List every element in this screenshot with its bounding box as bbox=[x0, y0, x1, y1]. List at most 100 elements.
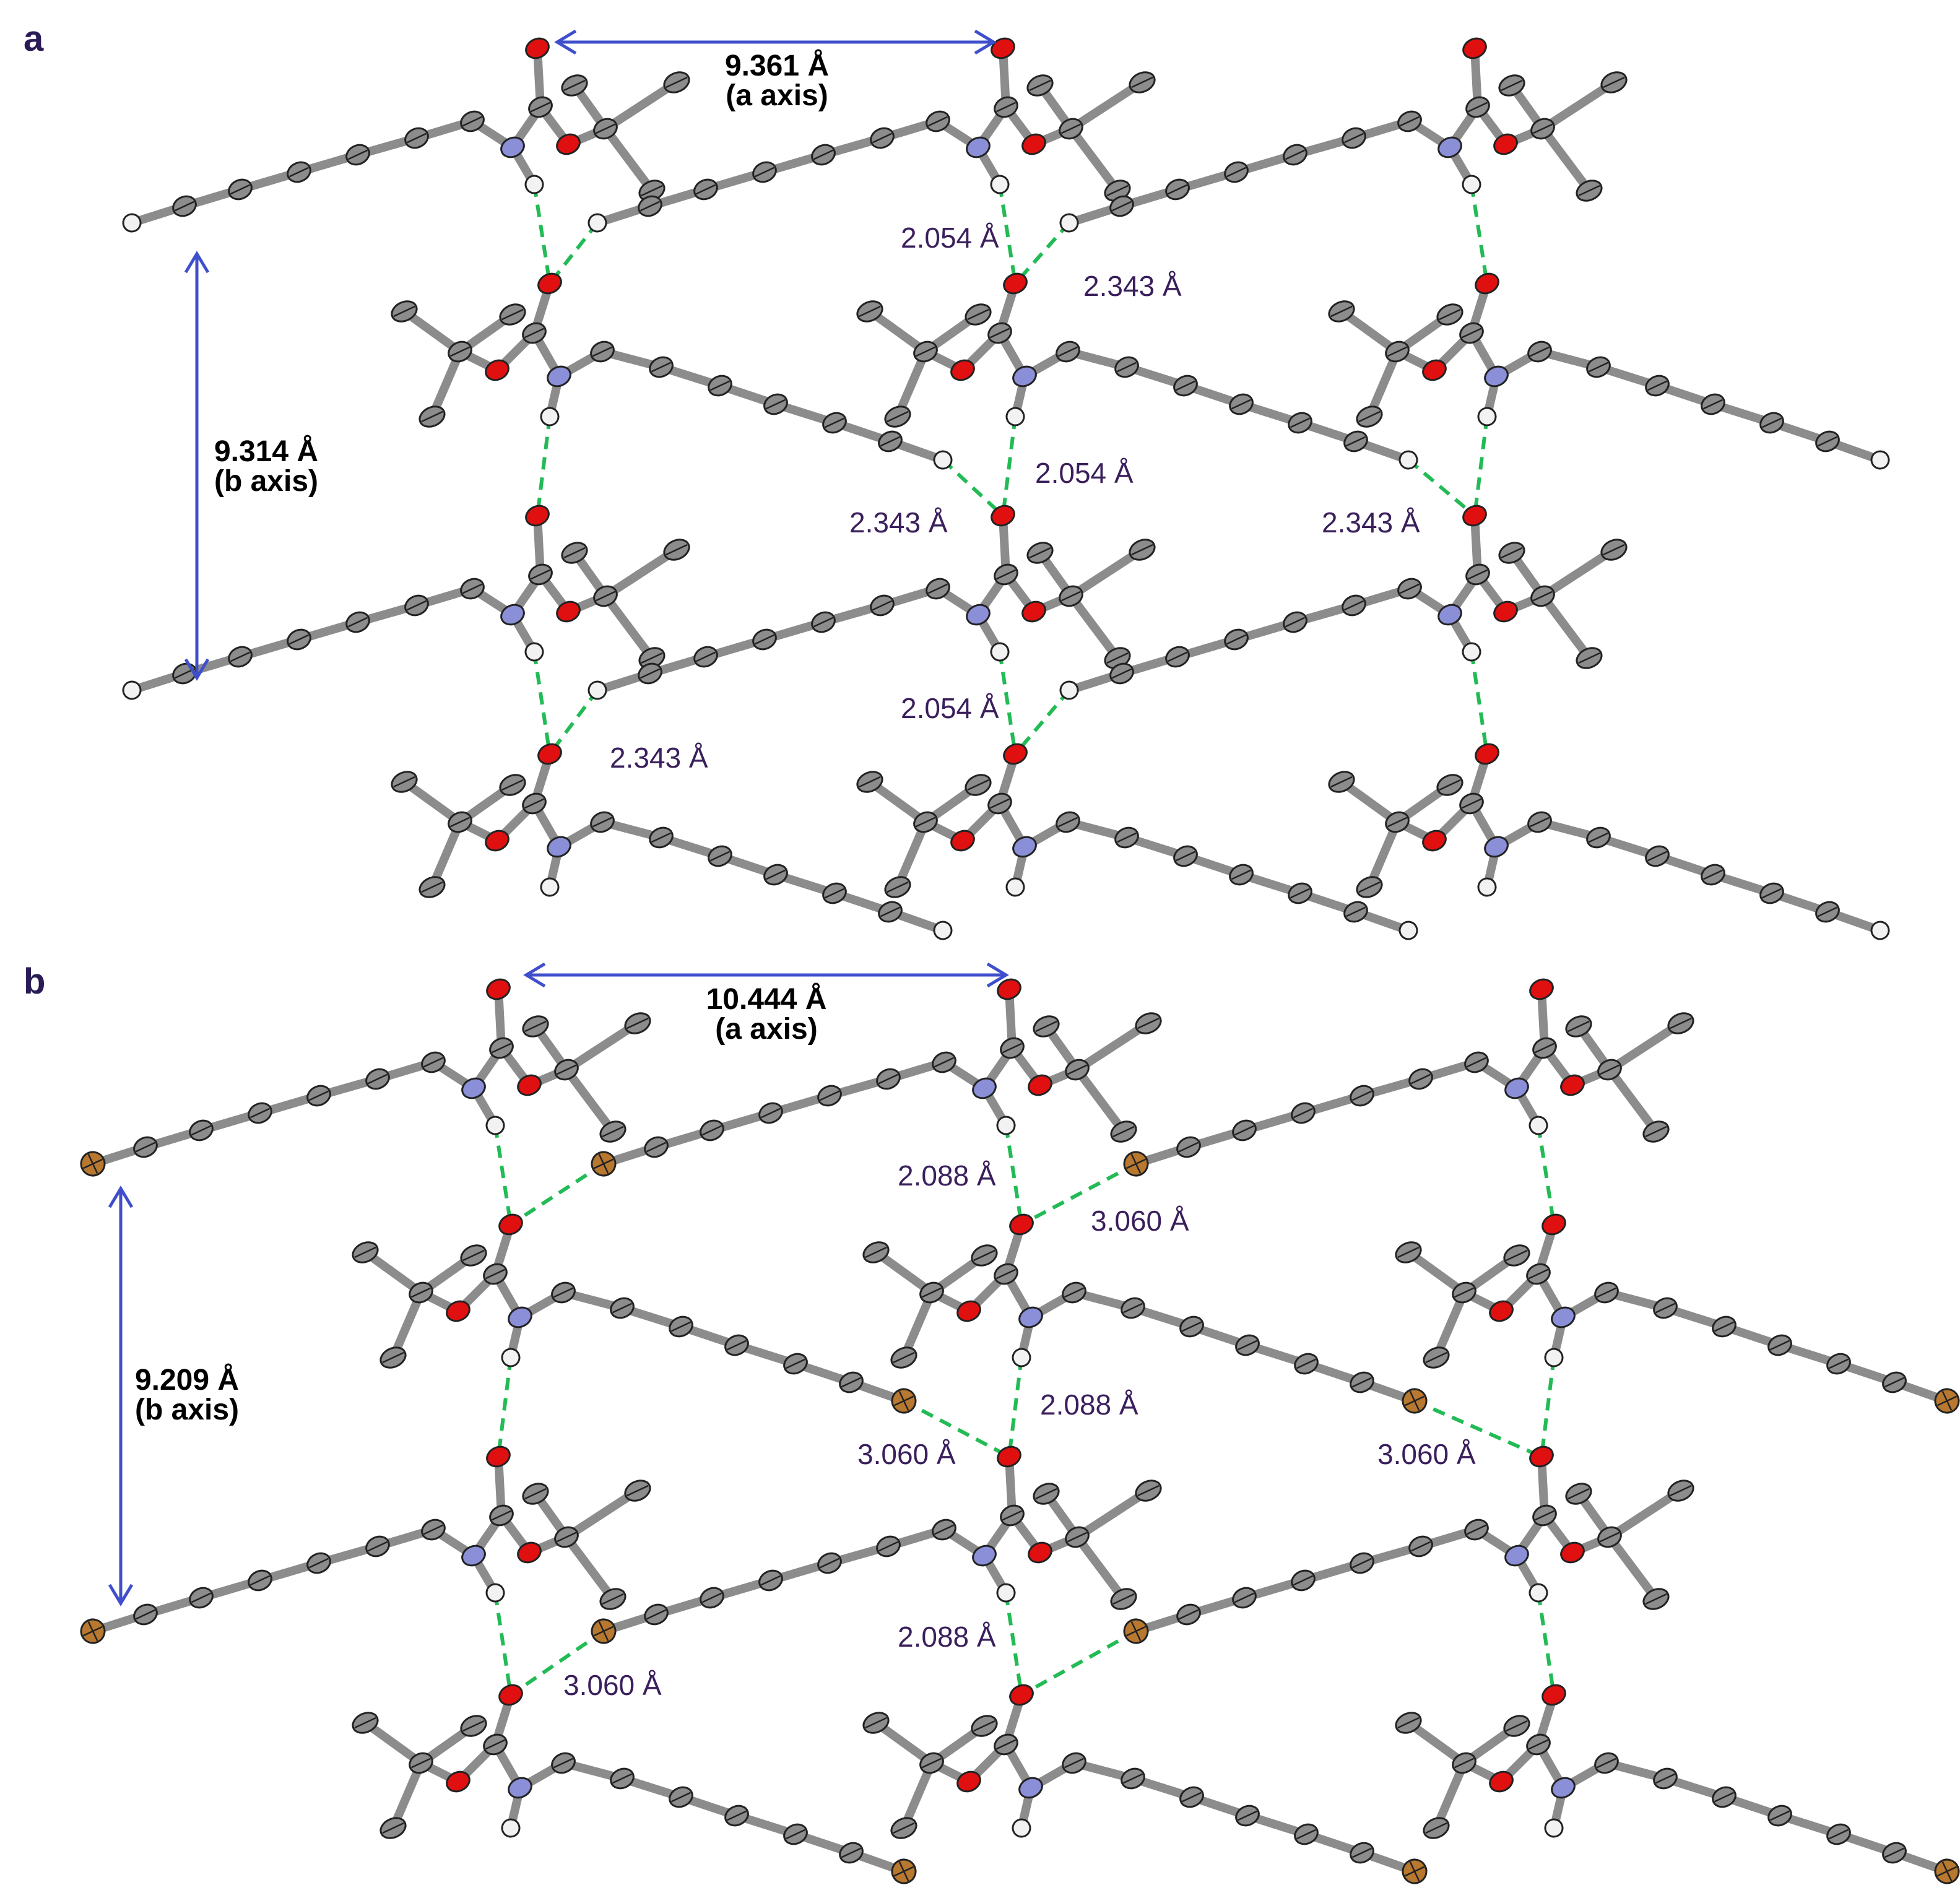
hydrogen-bond bbox=[548, 689, 599, 755]
bond bbox=[1073, 1019, 1153, 1074]
carbon-atom bbox=[669, 1315, 693, 1338]
carbon-atom bbox=[1026, 74, 1054, 97]
carbon-atom bbox=[561, 74, 588, 97]
oxygen-atom bbox=[1489, 1770, 1514, 1793]
bromine-atom bbox=[80, 1618, 106, 1644]
carbon-atom bbox=[884, 405, 911, 428]
bromine-atom bbox=[891, 1858, 917, 1884]
carbon-atom bbox=[1129, 71, 1156, 93]
bond bbox=[1538, 545, 1618, 600]
carbon-atom bbox=[913, 340, 938, 363]
oxygen-atom bbox=[1493, 133, 1518, 155]
carbon-atom bbox=[1526, 1263, 1551, 1285]
bromine-atom bbox=[1402, 1858, 1428, 1884]
panel-a-label: a bbox=[24, 19, 44, 59]
panel-b-nh-o-label: 2.088 Å bbox=[898, 1621, 996, 1653]
panel-a-ch-o-label: 2.343 Å bbox=[610, 742, 708, 774]
carbon-atom bbox=[1283, 144, 1307, 166]
carbon-atom bbox=[932, 1519, 956, 1541]
panel-b-label: b bbox=[24, 961, 45, 1002]
carbon-atom bbox=[1826, 1353, 1851, 1375]
carbon-atom bbox=[421, 1051, 446, 1073]
bond bbox=[865, 778, 930, 826]
panel-a-a-axis-distance: 9.361 Å bbox=[725, 49, 829, 82]
carbon-atom bbox=[1173, 375, 1198, 397]
carbon-atom bbox=[133, 1603, 158, 1626]
carbon-atom bbox=[1224, 628, 1249, 651]
carbon-atom bbox=[1436, 303, 1463, 326]
carbon-atom bbox=[409, 1752, 433, 1774]
bond bbox=[1404, 1718, 1468, 1767]
carbon-atom bbox=[932, 1051, 956, 1073]
carbon-atom bbox=[817, 1552, 842, 1574]
hydrogen-bond bbox=[1013, 689, 1071, 755]
carbon-atom bbox=[1594, 1752, 1619, 1774]
carbon-atom bbox=[1109, 195, 1134, 217]
bond bbox=[872, 1718, 936, 1767]
carbon-atom bbox=[1597, 1059, 1622, 1081]
carbon-atom bbox=[610, 1297, 635, 1319]
carbon-atom bbox=[752, 628, 777, 651]
nitrogen-atom bbox=[508, 1777, 532, 1799]
nitrogen-atom bbox=[972, 1077, 997, 1099]
carbon-atom bbox=[409, 1281, 433, 1304]
bromine-atom bbox=[591, 1151, 617, 1177]
carbon-atom bbox=[418, 876, 446, 898]
oxygen-atom bbox=[1003, 272, 1028, 295]
carbon-atom bbox=[1882, 1371, 1907, 1393]
carbon-atom bbox=[590, 811, 615, 833]
carbon-atom bbox=[994, 96, 1018, 118]
carbon-atom bbox=[1342, 127, 1366, 149]
hydrogen-atom bbox=[1462, 175, 1481, 194]
oxygen-atom bbox=[1475, 743, 1499, 765]
carbon-atom bbox=[1385, 811, 1410, 833]
carbon-atom bbox=[561, 542, 588, 564]
carbon-atom bbox=[352, 1241, 379, 1263]
bond bbox=[361, 1718, 425, 1767]
carbon-atom bbox=[1343, 901, 1368, 923]
nitrogen-atom bbox=[461, 1545, 486, 1567]
carbon-atom bbox=[248, 1102, 272, 1124]
carbon-atom bbox=[1110, 1120, 1137, 1143]
bond bbox=[1538, 124, 1594, 195]
bond bbox=[1404, 1248, 1468, 1297]
carbon-atom bbox=[1121, 1297, 1145, 1319]
panel-a-b-axis-name: (b axis) bbox=[214, 465, 318, 498]
carbon-atom bbox=[1033, 1015, 1060, 1038]
carbon-atom bbox=[1343, 430, 1368, 453]
bond bbox=[562, 1019, 642, 1074]
panel-a-ch-o-label: 2.343 Å bbox=[849, 506, 948, 539]
carbon-atom bbox=[528, 563, 553, 586]
carbon-atom bbox=[345, 611, 370, 633]
hydrogen-bond bbox=[493, 1125, 513, 1225]
carbon-atom bbox=[599, 1588, 627, 1610]
hydrogen-bond bbox=[1004, 1592, 1023, 1696]
carbon-atom bbox=[1532, 1037, 1557, 1059]
carbon-atom bbox=[1465, 563, 1490, 586]
carbon-atom bbox=[862, 1712, 890, 1734]
hydrogen-atom bbox=[1870, 921, 1890, 940]
hydrogen-atom bbox=[1059, 680, 1079, 700]
carbon-atom bbox=[365, 1068, 390, 1090]
hydrogen-atom bbox=[996, 1116, 1016, 1135]
oxygen-atom bbox=[956, 1770, 981, 1793]
carbon-atom bbox=[287, 161, 311, 183]
carbon-atom bbox=[1600, 539, 1628, 561]
carbon-atom bbox=[1826, 1823, 1851, 1845]
carbon-atom bbox=[919, 1281, 944, 1304]
oxygen-atom bbox=[556, 600, 581, 623]
oxygen-atom bbox=[1003, 743, 1028, 765]
carbon-atom bbox=[1059, 118, 1083, 140]
bond bbox=[400, 307, 464, 356]
oxygen-atom bbox=[446, 1770, 470, 1793]
carbon-atom bbox=[649, 356, 674, 378]
oxygen-atom bbox=[1021, 600, 1046, 623]
carbon-atom bbox=[758, 1102, 783, 1124]
carbon-atom bbox=[1288, 882, 1312, 904]
hydrogen-atom bbox=[524, 642, 544, 662]
oxygen-atom bbox=[997, 1445, 1021, 1468]
carbon-atom bbox=[1527, 340, 1552, 363]
oxygen-atom bbox=[950, 359, 975, 381]
carbon-atom bbox=[644, 1603, 669, 1626]
